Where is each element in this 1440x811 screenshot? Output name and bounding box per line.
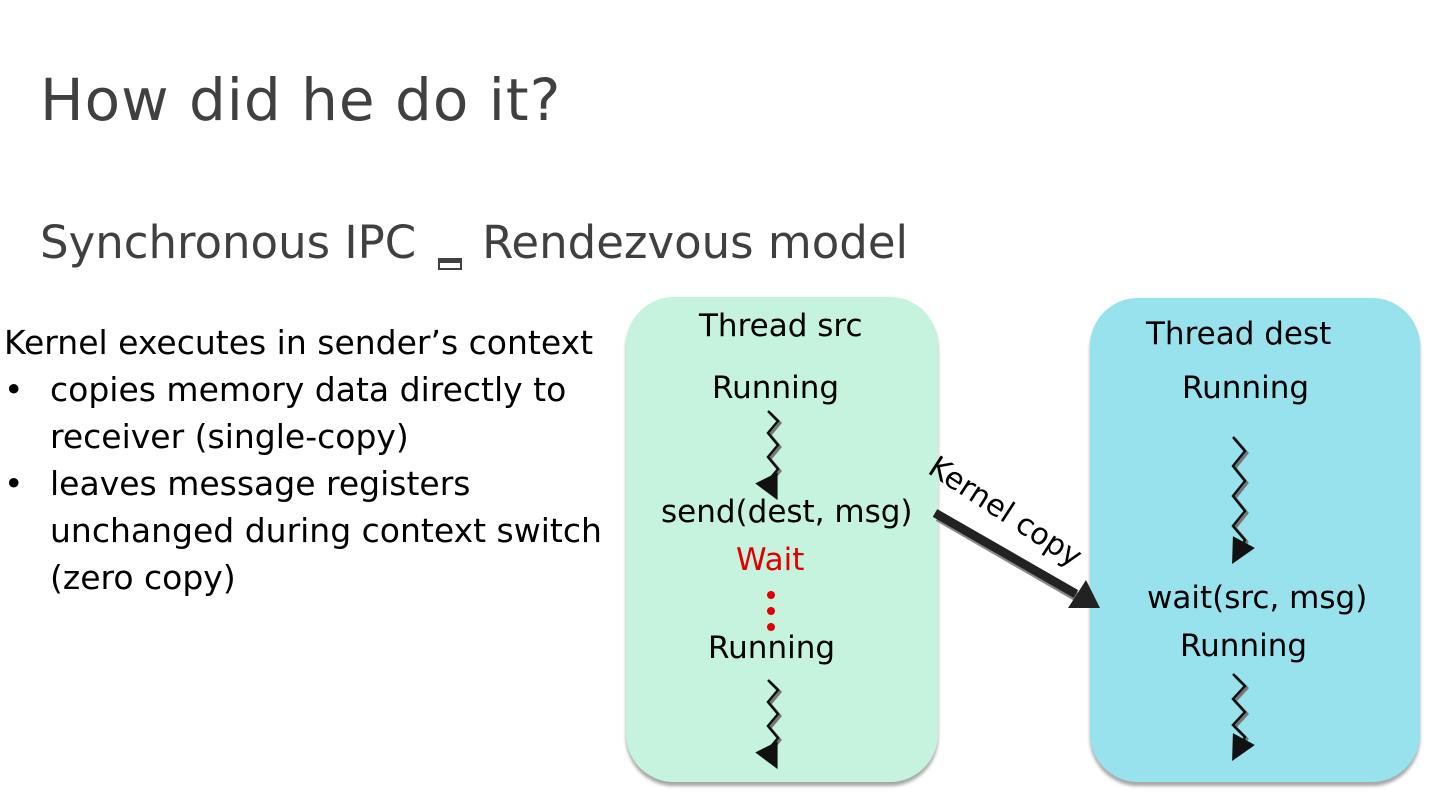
bullet-marker: • [4, 464, 24, 503]
slide-subtitle: Synchronous IPC Rendezvous model [40, 216, 908, 270]
bullet-text: copies memory data directly to receiver … [50, 370, 567, 456]
dest-wait-call: wait(src, msg) [1147, 580, 1368, 616]
src-wait-state: Wait [736, 542, 805, 578]
bullet-list: • copies memory data directly to receive… [4, 366, 650, 601]
squiggle-arrow-icon [1231, 673, 1255, 762]
bullet-item: • leaves message registers unchanged dur… [4, 460, 650, 601]
thread-dest-box [1090, 298, 1420, 782]
squiggle-arrow-icon [755, 679, 783, 770]
subtitle-right: Rendezvous model [482, 216, 909, 269]
src-state-running-2: Running [708, 630, 836, 666]
thread-src-title: Thread src [699, 308, 863, 344]
bullet-marker: • [4, 370, 24, 409]
thread-src-box [626, 297, 938, 782]
dest-state-running: Running [1182, 370, 1310, 406]
slide-title: How did he do it? [40, 66, 562, 134]
wait-dots [767, 591, 775, 631]
subtitle-left: Synchronous IPC [40, 216, 417, 269]
body-lead: Kernel executes in sender’s context [4, 323, 594, 362]
src-state-running: Running [712, 370, 840, 406]
squiggle-arrow-icon [755, 410, 783, 501]
squiggle-arrow-icon [1231, 436, 1255, 565]
thread-dest-title: Thread dest [1146, 316, 1332, 352]
bullet-text: leaves message registers unchanged durin… [50, 464, 602, 597]
placeholder-glyph-icon [438, 258, 463, 270]
kernel-copy-arrow [932, 509, 1100, 608]
bullet-item: • copies memory data directly to receive… [4, 366, 650, 460]
body-text: Kernel executes in sender’s context • co… [4, 319, 650, 601]
dest-state-running-2: Running [1180, 628, 1308, 664]
src-send-call: send(dest, msg) [661, 494, 913, 530]
